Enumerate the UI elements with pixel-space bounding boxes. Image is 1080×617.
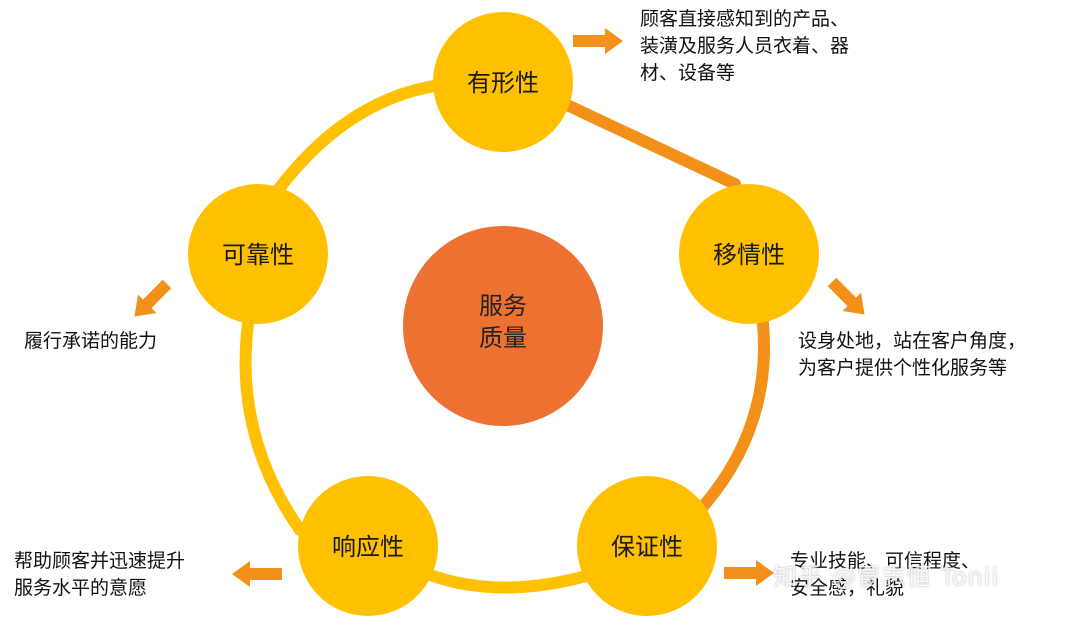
desc-reliability: 履行承诺的能力	[24, 330, 158, 352]
desc-empathy: 设身处地，站在客户角度， 为客户提供个性化服务等	[798, 330, 1027, 379]
node-reliability-label: 可靠性	[222, 241, 294, 269]
node-reliability	[188, 184, 328, 324]
ring-segment-assurance-responsiveness	[424, 569, 596, 594]
node-assurance	[577, 476, 717, 616]
center-circle	[403, 226, 603, 426]
ring-segment-tangible-empathy	[542, 90, 741, 190]
node-tangible	[433, 12, 573, 152]
arrow-empathy-down-right-icon	[827, 277, 865, 315]
desc-assurance: 专业技能、可信程度、 安全感，礼貌	[790, 550, 981, 599]
node-empathy-label: 移情性	[713, 241, 785, 269]
arrow-tangible-right-icon	[573, 28, 623, 54]
ring-segment-empathy-assurance	[694, 294, 770, 516]
arrow-reliability-down-left-icon	[134, 279, 172, 317]
arrow-responsiveness-left-icon	[232, 561, 282, 587]
center-line1: 服务	[479, 292, 527, 320]
node-tangible-label: 有形性	[467, 69, 539, 97]
ring-segment-responsiveness-reliability	[239, 304, 306, 536]
watermark: 知乎 @冒志恒 Tonii	[773, 563, 1000, 591]
center-line2: 质量	[479, 324, 527, 352]
desc-tangible: 顾客直接感知到的产品、 装潢及服务人员衣着、器 材、设备等	[640, 8, 850, 84]
node-responsiveness	[298, 476, 438, 616]
arrow-assurance-right-icon	[724, 560, 774, 586]
ring-segment-reliability-tangible	[272, 78, 454, 196]
node-empathy	[679, 184, 819, 324]
node-assurance-label: 保证性	[611, 533, 683, 561]
node-responsiveness-label: 响应性	[332, 533, 404, 561]
desc-responsiveness: 帮助顾客并迅速提升 服务水平的意愿	[14, 550, 186, 599]
